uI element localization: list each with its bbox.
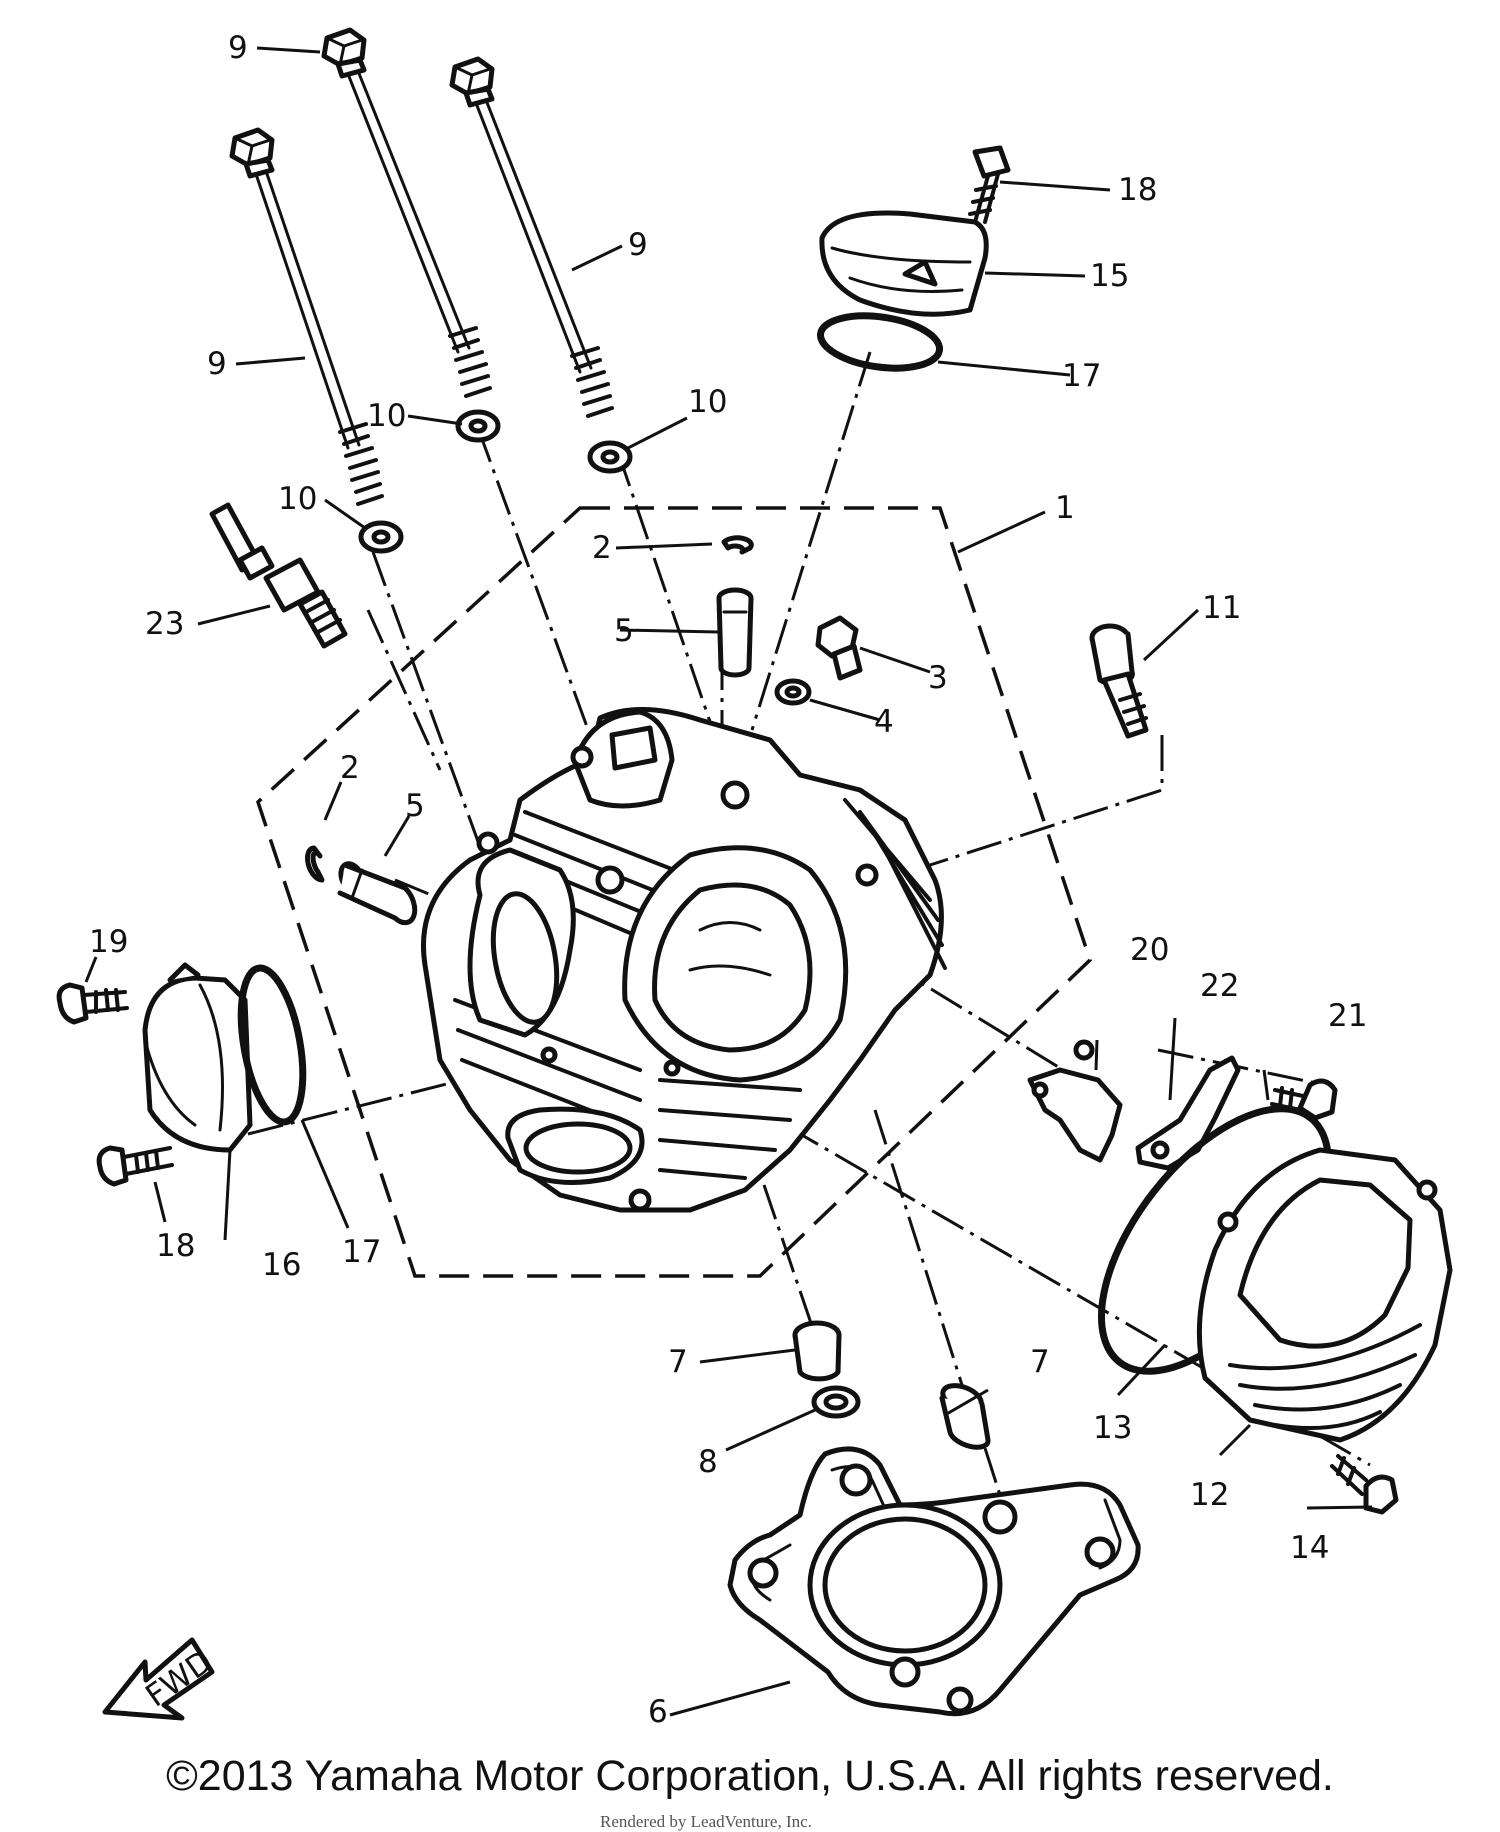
callout-10-mid: 10 — [367, 398, 406, 434]
stud-bolt-2 — [321, 27, 492, 398]
callout-17-left: 17 — [342, 1234, 381, 1270]
callout-7-left: 7 — [668, 1344, 688, 1380]
bolt-11 — [1089, 623, 1149, 739]
valve-cover-12 — [1196, 1147, 1453, 1443]
valve-clip-top — [721, 535, 754, 555]
assembly-boundary — [255, 506, 1093, 1278]
stud-bolt-1 — [229, 127, 384, 506]
callout-5-left: 5 — [405, 788, 425, 824]
valve-clip-left — [305, 845, 325, 883]
callout-7-right: 7 — [1030, 1344, 1050, 1380]
callout-6: 6 — [648, 1694, 668, 1730]
callout-10-left: 10 — [278, 481, 317, 517]
callout-23: 23 — [145, 606, 184, 642]
callout-18-left: 18 — [156, 1228, 195, 1264]
dowel-7-left — [792, 1320, 842, 1382]
bracket-22 — [1135, 1055, 1241, 1171]
o-ring-17-top — [816, 312, 944, 372]
callout-9-top: 9 — [228, 30, 248, 66]
bolt-14 — [1330, 1454, 1399, 1515]
callout-9-mid: 9 — [628, 227, 648, 263]
bolt-19 — [56, 982, 129, 1025]
washer-10-c — [587, 440, 633, 474]
fwd-arrow-icon: FWD — [102, 1637, 219, 1721]
bolt-18-top — [968, 145, 1011, 224]
callout-leaders — [84, 46, 1373, 1717]
seal-8 — [811, 1385, 861, 1419]
valve-guide-top — [716, 587, 754, 678]
stud-bolt-3 — [449, 56, 614, 418]
callout-17-top: 17 — [1062, 358, 1101, 394]
callout-8: 8 — [698, 1444, 718, 1480]
callout-15: 15 — [1090, 258, 1129, 294]
side-cover-16 — [142, 962, 253, 1153]
cover-15 — [819, 210, 989, 317]
callout-3: 3 — [928, 660, 948, 696]
o-ring-17-left — [237, 964, 307, 1126]
callout-14: 14 — [1290, 1530, 1329, 1566]
washer-10-b — [455, 409, 501, 443]
bracket-20 — [1027, 1039, 1123, 1163]
callout-22: 22 — [1200, 968, 1239, 1004]
callout-19: 19 — [89, 924, 128, 960]
render-watermark: Rendered by LeadVenture, Inc. — [600, 1812, 812, 1831]
callout-2-top: 2 — [592, 530, 612, 566]
cylinder-head — [420, 706, 947, 1213]
callout-9-left: 9 — [207, 346, 227, 382]
callout-16: 16 — [262, 1247, 301, 1283]
screw-3 — [815, 615, 863, 681]
washer-4 — [774, 678, 812, 706]
bolt-18-left — [96, 1145, 174, 1187]
callout-13: 13 — [1093, 1410, 1132, 1446]
callout-4: 4 — [874, 704, 894, 740]
callout-11: 11 — [1202, 590, 1241, 626]
head-gasket-6 — [727, 1446, 1141, 1717]
callout-12: 12 — [1190, 1477, 1229, 1513]
callout-labels: 9 9 9 10 10 10 1 2 2 5 5 3 4 11 23 18 15… — [89, 30, 1367, 1730]
valve-guide-left — [337, 861, 418, 926]
callout-10-right: 10 — [688, 384, 727, 420]
copyright-notice: ©2013 Yamaha Motor Corporation, U.S.A. A… — [166, 1752, 1334, 1800]
callout-5-top: 5 — [614, 613, 634, 649]
callout-18-top: 18 — [1118, 172, 1157, 208]
callout-2-left: 2 — [340, 750, 360, 786]
spark-plug — [209, 502, 348, 649]
callout-21: 21 — [1328, 998, 1367, 1034]
callout-20: 20 — [1130, 932, 1169, 968]
washer-10-a — [358, 520, 404, 554]
callout-1: 1 — [1055, 490, 1075, 526]
